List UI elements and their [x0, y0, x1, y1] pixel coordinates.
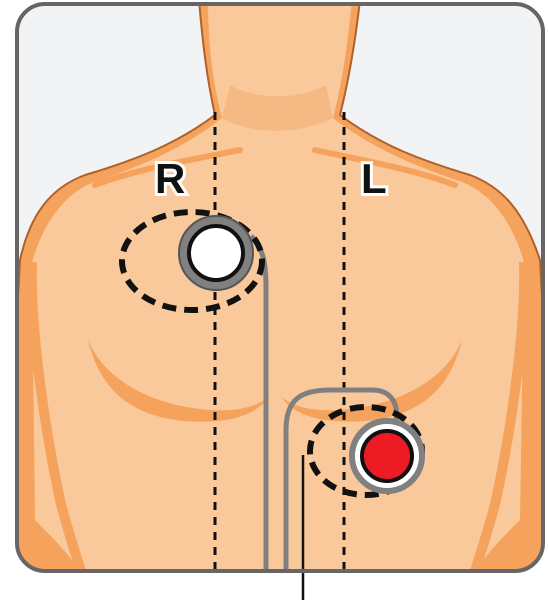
label-right: R — [155, 155, 185, 202]
electrode-right-pad — [189, 226, 243, 280]
electrode-left-pad — [362, 431, 412, 481]
label-left: L — [361, 155, 387, 202]
